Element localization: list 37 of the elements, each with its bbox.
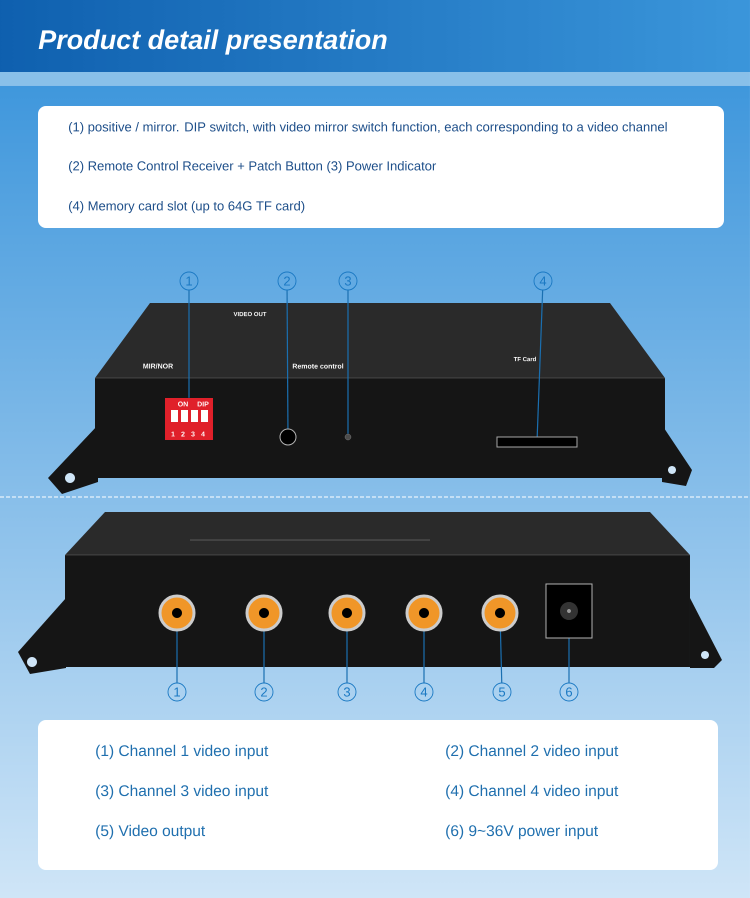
title: Product detail presentation	[38, 29, 387, 55]
leader-line	[500, 631, 502, 683]
callout-number: 3	[338, 682, 356, 702]
description-text: (1) positive / mirror. DIP switch, with video mirror switch function, each corresponding to a video channel	[69, 122, 667, 134]
leader-line	[263, 632, 265, 683]
power-jack	[546, 584, 592, 638]
description-text: (2) Channel 2 video input	[446, 744, 618, 760]
callout-number: 1	[180, 272, 198, 290]
callout-number: 3	[338, 272, 358, 290]
description-text: (5) Video output	[96, 824, 206, 840]
description-text: (3) Channel 3 video input	[96, 784, 268, 800]
leader-line	[347, 290, 349, 434]
leader-line	[188, 290, 190, 398]
callout-number: 6	[560, 682, 578, 702]
card-slot	[496, 436, 578, 448]
dip-switch	[165, 398, 213, 440]
leader-line	[423, 632, 425, 683]
callout-number: 1	[168, 682, 186, 702]
leader-line	[346, 632, 348, 683]
description-text: (1) Channel 1 video input	[96, 744, 268, 760]
leader-line	[286, 290, 289, 429]
callout-number: 5	[492, 682, 512, 702]
callout-number: 4	[414, 682, 434, 702]
indicator-light	[344, 434, 352, 440]
leader-line	[536, 290, 544, 437]
callout-number: 4	[534, 272, 552, 290]
receiver-button	[280, 428, 296, 446]
leader-line	[176, 632, 178, 683]
callout-number: 2	[278, 272, 296, 290]
description-text: (4) Channel 4 video input	[446, 784, 618, 800]
description-text: (2) Remote Control Receiver + Patch Button (3) Power Indicator	[69, 160, 436, 174]
description-text: (6) 9~36V power input	[446, 824, 598, 840]
description-text: (4) Memory card slot (up to 64G TF card)	[69, 200, 304, 214]
info-panel	[38, 720, 718, 870]
info-panel	[38, 106, 724, 228]
leader-line	[568, 638, 570, 683]
callout-number: 2	[254, 682, 274, 702]
